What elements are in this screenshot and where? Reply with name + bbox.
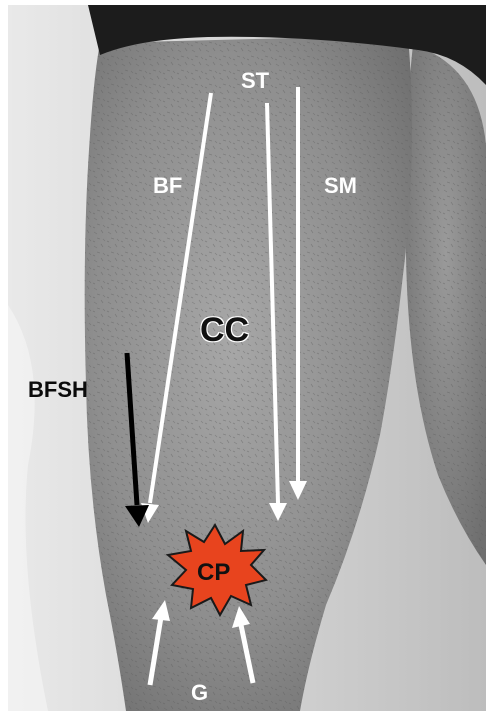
posterior-knee-photo [8, 5, 486, 711]
label-g: G [191, 682, 208, 704]
label-cc: CC [200, 313, 249, 347]
label-bfsh: BFSH [28, 379, 88, 401]
label-bf: BF [153, 175, 182, 197]
label-sm: SM [324, 175, 357, 197]
label-cp: CP [197, 561, 230, 585]
photograph: ST SM BF CC BFSH CP G [8, 5, 486, 711]
label-st: ST [241, 70, 269, 92]
